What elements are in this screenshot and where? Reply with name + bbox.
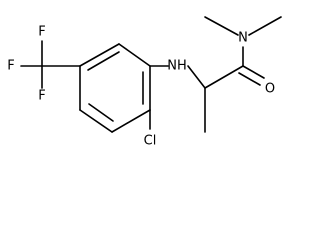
bond-n-to-methyl-right <box>248 16 282 36</box>
bond-carbonyl-to-o <box>242 65 265 79</box>
fluorine-bottom-label: F <box>38 89 45 104</box>
bond-ring-a-b <box>79 43 120 67</box>
chemical-structure-diagram: F F F NH Cl O N <box>7 16 282 149</box>
bond-alpha-carbon-to-carbonyl <box>204 65 244 89</box>
nitrogen-label: N <box>238 31 248 46</box>
fluorine-top-label: F <box>38 25 45 40</box>
chemical-structure-canvas: F F F NH Cl O N <box>7 16 282 149</box>
bond-ring-d-e <box>111 109 151 133</box>
bond-nh-to-alpha-carbon <box>187 65 206 89</box>
nh-label: NH <box>167 59 187 74</box>
oxygen-label: O <box>265 82 275 97</box>
bond-ring-inner-bottom <box>88 103 114 122</box>
bond-ring-inner-top <box>87 51 120 71</box>
bond-carbonyl-to-o-double <box>238 72 261 86</box>
bond-ring-b-c <box>118 43 151 67</box>
chlorine-label: Cl <box>144 134 157 149</box>
bond-ring-e-f <box>79 109 113 133</box>
bond-n-to-methyl-left <box>204 16 239 36</box>
fluorine-left-label: F <box>7 59 14 74</box>
